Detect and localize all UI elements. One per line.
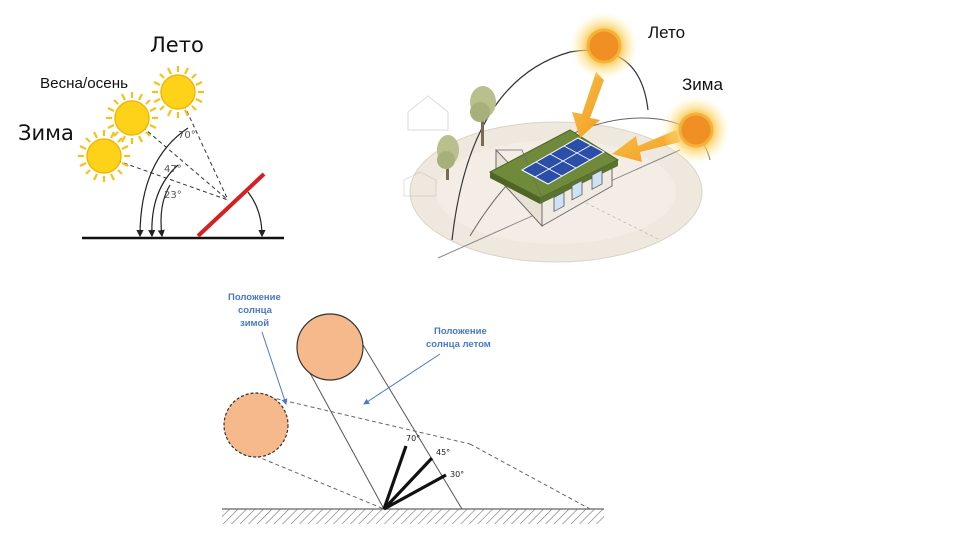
- summer-beam-left: [303, 361, 385, 510]
- label-winter-position-3: зимой: [240, 318, 269, 329]
- angle-label-30-panel: 30°: [450, 470, 464, 479]
- panel-45: [382, 456, 434, 511]
- faded-building-icon: [403, 95, 449, 197]
- label-winter-position-2: солнца: [238, 305, 273, 316]
- solar-panel-red: [196, 172, 266, 238]
- ray-spring: [131, 117, 229, 201]
- label-summer: Лето: [150, 33, 204, 57]
- diagram-seasonal-angles: 70° 47° 23°: [18, 33, 284, 240]
- pointer-winter: [261, 331, 288, 405]
- sun-spring-icon: [106, 92, 158, 144]
- angle-label-23: 23°: [164, 190, 182, 201]
- angle-label-70-panel: 70°: [406, 434, 420, 443]
- sun-summer-glow-icon: [570, 12, 638, 80]
- diagram-sun-positions: 70° 45° 30° Положение солнца зимой Полож…: [222, 292, 604, 524]
- angle-arc-47: [148, 164, 179, 238]
- house-label-winter: Зима: [682, 75, 723, 94]
- sun-winter-icon: [78, 130, 130, 182]
- label-summer-position-1: Положение: [434, 326, 487, 337]
- angle-label-47: 47°: [164, 164, 182, 175]
- angle-label-45-panel: 45°: [436, 448, 450, 457]
- ray-summer: [177, 91, 229, 201]
- winter-beam-bottom: [255, 455, 385, 510]
- label-summer-position-2: солнца летом: [426, 339, 491, 350]
- label-winter: Зима: [18, 121, 74, 145]
- arrow-summer-sun: [572, 72, 604, 138]
- panel-70: [382, 445, 408, 510]
- label-spring-autumn: Весна/осень: [40, 75, 128, 92]
- panel-tilt-arc: [247, 191, 266, 238]
- panel-30: [383, 473, 447, 511]
- pointer-summer: [363, 353, 441, 405]
- winter-beam-diag: [469, 443, 591, 510]
- angle-arc-23: [157, 184, 171, 238]
- angle-label-70: 70°: [178, 130, 196, 141]
- label-winter-position-1: Положение: [228, 292, 281, 303]
- solar-panel-array-icon: [520, 137, 606, 185]
- tree-icon: [437, 86, 496, 180]
- winter-beam-top: [255, 393, 471, 445]
- sun-winter-circle: [223, 392, 289, 458]
- diagram-house: Лето Зима: [403, 12, 730, 263]
- sun-path-summer: [451, 49, 649, 241]
- summer-beam-right: [353, 329, 463, 510]
- angle-arc-70: [136, 127, 189, 238]
- sun-winter-glow-icon: [662, 96, 730, 164]
- house-label-summer: Лето: [648, 23, 685, 42]
- sun-summer-circle: [296, 313, 364, 381]
- sun-summer-icon: [152, 66, 204, 118]
- ground-hatched: [222, 509, 604, 524]
